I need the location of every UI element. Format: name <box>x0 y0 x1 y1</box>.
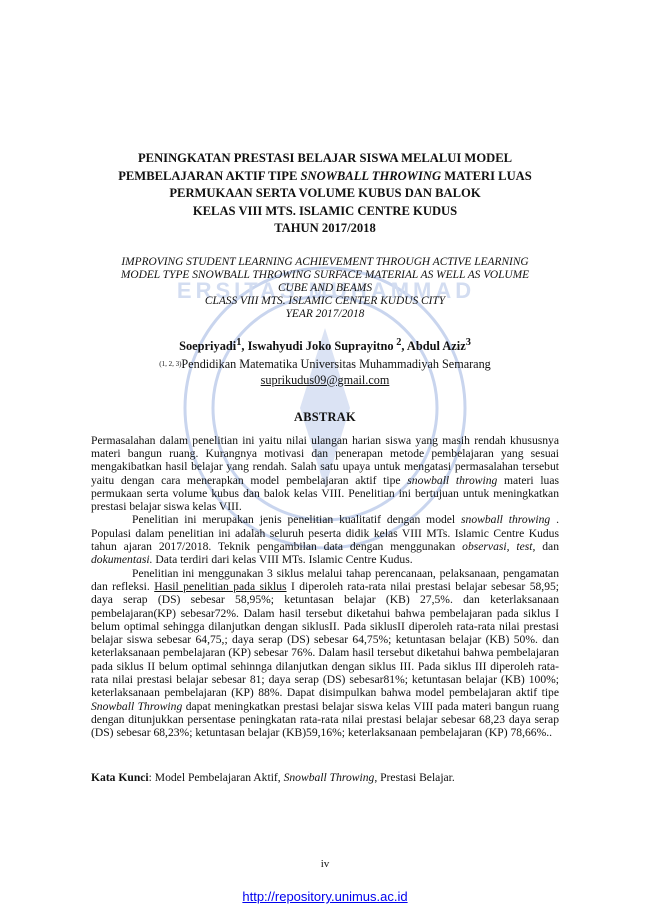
english-title-line-4: CLASS VIII MTS. ISLAMIC CENTER KUDUS CIT… <box>204 295 446 308</box>
title-line-1: PENINGKATAN PRESTASI BELAJAR SISWA MELAL… <box>137 151 513 165</box>
affiliation: (1, 2, 3)Pendidikan Matematika Universit… <box>159 356 491 371</box>
title-line-5: TAHUN 2017/2018 <box>274 221 376 235</box>
english-title-line-5: YEAR 2017/2018 <box>285 308 365 321</box>
english-title-line-1: IMPROVING STUDENT LEARNING ACHIEVEMENT T… <box>121 255 529 268</box>
english-title: IMPROVING STUDENT LEARNING ACHIEVEMENT T… <box>91 256 559 322</box>
keywords: Kata Kunci: Model Pembelajaran Aktif, Sn… <box>91 771 455 785</box>
abstract-body: Permasalahan dalam penelitian ini yaitu … <box>91 434 559 740</box>
paper-title: PENINGKATAN PRESTASI BELAJAR SISWA MELAL… <box>91 150 559 238</box>
title-line-3: PERMUKAAN SERTA VOLUME KUBUS DAN BALOK <box>169 186 481 200</box>
abstract-paragraph-3: Penelitian ini menggunakan 3 siklus mela… <box>91 566 560 740</box>
english-title-line-2: MODEL TYPE SNOWBALL THROWING SURFACE MAT… <box>120 268 530 281</box>
keywords-label: Kata Kunci <box>91 771 149 785</box>
abstract-paragraph-1: Permasalahan dalam penelitian ini yaitu … <box>91 433 560 514</box>
english-title-line-3: CUBE AND BEAMS <box>277 281 373 294</box>
title-line-2: PEMBELAJARAN AKTIF TIPE SNOWBALL THROWIN… <box>118 168 532 183</box>
abstract-paragraph-2: Penelitian ini merupakan jenis penelitia… <box>91 513 560 567</box>
author-list: Soepriyadi1, Iswahyudi Joko Suprayitno 2… <box>179 336 471 353</box>
author-2: Iswahyudi Joko Suprayitno <box>247 338 394 353</box>
abstract-heading: ABSTRAK <box>293 409 356 424</box>
author-email-link[interactable]: suprikudus09@gmail.com <box>260 372 390 387</box>
paper-page: PENINGKATAN PRESTASI BELAJAR SISWA MELAL… <box>91 150 559 784</box>
repository-link[interactable]: http://repository.unimus.ac.id <box>242 889 408 904</box>
author-3: Abdul Aziz <box>406 338 466 353</box>
page-number: iv <box>320 858 330 870</box>
author-1: Soepriyadi <box>179 338 237 353</box>
title-line-4: KELAS VIII MTS. ISLAMIC CENTRE KUDUS <box>192 203 458 218</box>
